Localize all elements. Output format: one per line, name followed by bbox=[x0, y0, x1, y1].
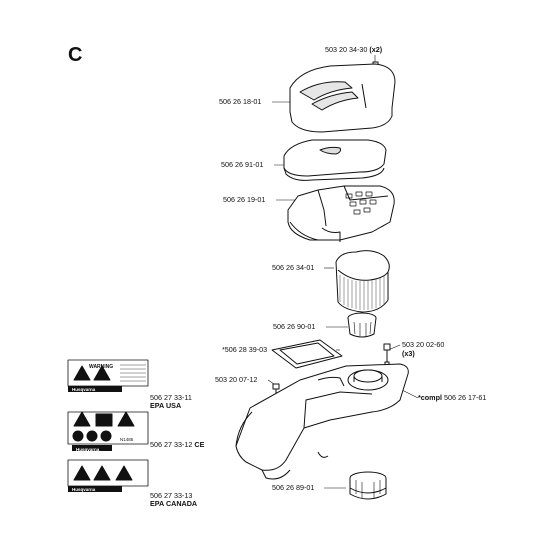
decal1-brand: Husqvarna bbox=[72, 387, 96, 392]
label-decal1-number: 506 27 33-11 bbox=[150, 393, 192, 402]
label-knob: 506 26 90-01 bbox=[273, 322, 316, 331]
section-letter: C bbox=[68, 44, 83, 66]
label-screw-right-qty: (x3) bbox=[402, 349, 415, 358]
decal-epa-canada bbox=[67, 459, 149, 492]
label-base-number: 506 26 17-61 bbox=[443, 393, 487, 402]
label-base-prefix: *compl bbox=[418, 393, 442, 402]
label-decal3-number: 506 27 33-13 bbox=[150, 491, 193, 500]
decal-ce bbox=[67, 411, 149, 451]
label-screw-top-qty: (x2) bbox=[369, 45, 383, 54]
label-decal2-number: 506 27 33-12 bbox=[150, 440, 193, 449]
decal-epa-usa bbox=[67, 359, 149, 392]
filter-knob bbox=[347, 312, 377, 338]
decal2-mark: N1485 bbox=[120, 437, 134, 442]
gasket bbox=[271, 339, 343, 369]
label-air-filter: 506 26 34-01 bbox=[272, 263, 315, 272]
decal3-brand: Husqvarna bbox=[72, 487, 96, 492]
label-screw-right-number: 503 20 02-60 bbox=[402, 340, 445, 349]
label-gasket: *506 28 39-03 bbox=[222, 345, 268, 354]
filter-base bbox=[235, 363, 409, 480]
label-screw-top: 503 20 34-30 (x2) bbox=[325, 46, 382, 54]
label-filter-holder: 506 26 19-01 bbox=[223, 195, 266, 204]
label-decal1-region: EPA USA bbox=[150, 401, 182, 410]
air-filter bbox=[335, 250, 390, 313]
label-decal2: 506 27 33-12 CE bbox=[150, 441, 204, 449]
label-screw-left: 503 20 07-12 bbox=[215, 375, 258, 384]
filter-cover bbox=[289, 63, 396, 133]
lower-cap bbox=[349, 471, 387, 500]
label-decal3-region: EPA CANADA bbox=[150, 499, 198, 508]
label-cover: 506 26 18-01 bbox=[219, 97, 262, 106]
filter-plate bbox=[283, 139, 387, 181]
label-screw-top-number: 503 20 34-30 bbox=[325, 45, 368, 54]
label-base: *compl 506 26 17-61 bbox=[418, 394, 486, 402]
decal2-brand: Husqvarna bbox=[76, 447, 100, 452]
label-filter-plate: 506 26 91-01 bbox=[221, 160, 264, 169]
label-decal2-region: CE bbox=[194, 440, 205, 449]
decal1-warning-title: WARNING bbox=[89, 364, 114, 370]
label-lower-cap: 506 26 89-01 bbox=[272, 483, 315, 492]
filter-holder bbox=[287, 185, 395, 242]
